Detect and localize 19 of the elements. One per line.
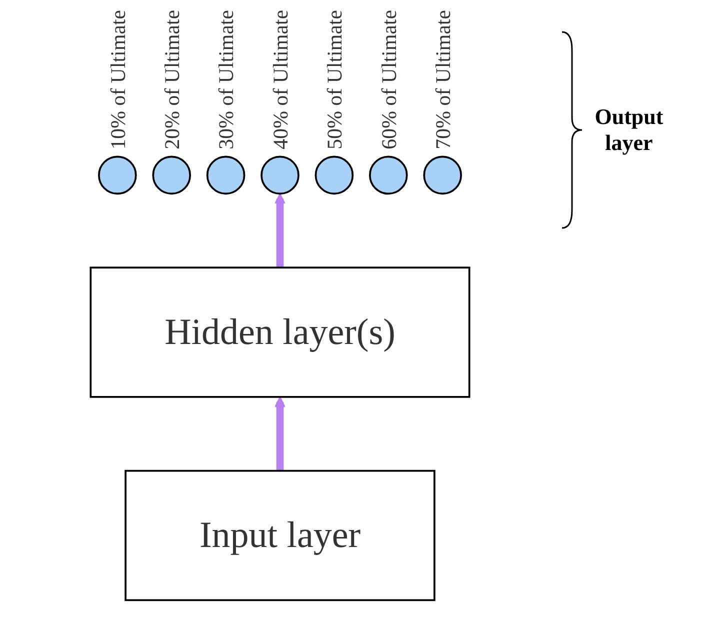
output-node-circle	[152, 156, 192, 195]
block-arrow	[274, 396, 286, 471]
layer-label: Output layer	[594, 104, 664, 156]
output-node-circle	[260, 156, 300, 195]
node-caption: 50% of Ultimate	[322, 10, 347, 150]
block-arrow	[274, 193, 286, 268]
output-node-circle	[98, 156, 137, 195]
node-caption: 40% of Ultimate	[268, 10, 292, 150]
output-node-circle	[206, 156, 246, 195]
node-caption: 30% of Ultimate	[214, 10, 238, 150]
node-caption: 60% of Ultimate	[376, 10, 401, 150]
node-caption: 10% of Ultimate	[106, 10, 130, 150]
node-caption: 70% of Ultimate	[430, 10, 455, 150]
layer-box: Input layer	[124, 470, 436, 602]
output-node-circle	[423, 156, 462, 195]
output-node-circle	[314, 156, 354, 195]
layer-box: Hidden layer(s)	[90, 266, 470, 398]
output-node-circle	[369, 156, 408, 195]
node-caption: 20% of Ultimate	[160, 10, 184, 150]
